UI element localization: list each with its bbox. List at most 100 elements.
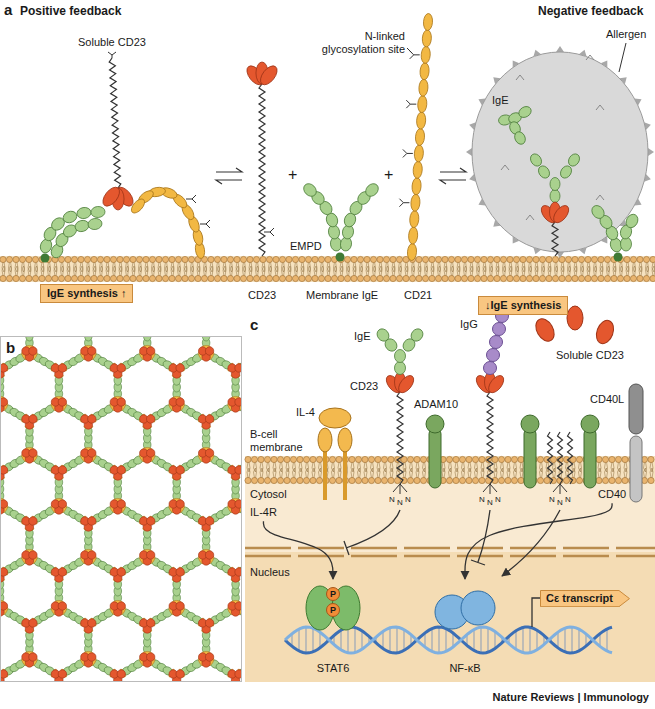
equilibrium-arrow — [440, 168, 466, 184]
cd21-chain — [416, 112, 426, 130]
empd — [614, 253, 623, 262]
ige-chain — [624, 212, 640, 230]
ige-chain — [395, 362, 406, 375]
n-terminus-label: N — [479, 496, 485, 504]
cd23-heads — [473, 372, 506, 395]
stalk — [558, 432, 563, 484]
dna — [285, 627, 612, 653]
stalk — [552, 222, 558, 256]
node-text: ↓IgE synthesis — [485, 299, 561, 312]
glycan — [186, 195, 196, 203]
ige-chain — [87, 217, 103, 230]
stalk — [397, 392, 403, 484]
n-terminus-label: N — [565, 496, 571, 504]
ige-chain — [550, 190, 560, 203]
nucleus — [245, 552, 655, 682]
activation-arrow — [502, 510, 560, 576]
stalk — [487, 392, 493, 484]
igg-domain — [490, 336, 503, 349]
synthesis-box: ↓IgE synthesis — [478, 296, 568, 315]
ige-chain — [375, 326, 392, 343]
cd21-chain — [413, 161, 423, 179]
cd40l — [629, 384, 643, 434]
ige-chain — [395, 350, 406, 363]
ige-chain — [363, 181, 381, 199]
cd21-chain — [417, 95, 427, 113]
synthesis-box: IgE synthesis ↑ — [40, 284, 133, 303]
transcript-arrow: Cε transcript — [540, 590, 630, 607]
adam10 — [429, 428, 441, 488]
node-text: IgE synthesis ↑ — [47, 287, 126, 300]
signal-arrow — [465, 503, 612, 579]
il4r-chain — [323, 448, 327, 500]
panel-a-art — [39, 13, 654, 262]
molecule-label: CD23 — [350, 380, 378, 393]
il4r-domain — [338, 428, 352, 452]
n-terminus — [483, 484, 490, 492]
molecule-label: IgE — [492, 94, 509, 107]
n-terminus — [490, 484, 491, 494]
igg-domain — [484, 362, 497, 375]
molecule-label: CD23 — [248, 289, 276, 302]
n-terminus-label: N — [495, 496, 501, 504]
plus-sign: + — [288, 166, 297, 184]
panel-c-art — [285, 306, 643, 653]
soluble-cd23 — [567, 306, 583, 330]
allergen — [466, 46, 654, 258]
ige-chain — [550, 178, 560, 191]
ige-chain — [91, 206, 106, 218]
journal-credit: Nature Reviews | Immunology — [492, 691, 649, 704]
n-terminus-label: N — [557, 499, 563, 507]
ige-chain — [409, 326, 426, 343]
n-terminus — [490, 484, 497, 492]
cd21-chain — [414, 145, 424, 163]
cd21-chain — [408, 227, 418, 245]
molecule-label: CD40L — [590, 393, 624, 406]
equilibrium-arrow — [216, 168, 242, 184]
cd21-chain — [415, 128, 425, 146]
inhibition-line — [344, 510, 400, 555]
glycan — [403, 149, 413, 157]
ige-chain — [61, 209, 78, 225]
molecule-label: Allergen — [606, 28, 646, 41]
panel-letter: a — [4, 1, 12, 18]
cd21-chain — [407, 243, 417, 261]
node-text: IL-4R — [250, 506, 277, 519]
igg-domain — [493, 323, 506, 336]
soluble-cd23 — [593, 318, 616, 346]
n-terminus — [400, 484, 401, 494]
ige-chain — [301, 181, 319, 199]
panel-heading: Positive feedback — [20, 5, 121, 19]
ige-chain — [513, 130, 528, 146]
cd23-heads — [100, 184, 137, 210]
cd23-heads — [383, 372, 416, 395]
ige-chain — [76, 206, 92, 219]
panel-letter: b — [4, 339, 17, 356]
cd21-chain — [423, 13, 433, 31]
adam10 — [524, 428, 536, 488]
panel-heading: Negative feedback — [538, 5, 643, 19]
n-terminus-label: N — [405, 496, 411, 504]
molecule-label: N-linked glycosylation site — [313, 30, 405, 55]
nuclear-envelope — [245, 547, 655, 550]
nfkb-dimer: NF-κB — [430, 580, 500, 675]
ige-chain — [528, 152, 544, 168]
cd21-chain — [410, 194, 420, 212]
cd21-chain — [422, 30, 432, 48]
n-terminus-label: N — [389, 496, 395, 504]
molecule-label: ADAM10 — [414, 398, 458, 411]
region-label: Nucleus — [250, 566, 290, 579]
stalk — [568, 432, 573, 484]
molecule-label: Soluble CD23 — [556, 349, 624, 362]
node-text: Cε transcript — [546, 592, 613, 605]
glycan — [399, 199, 409, 207]
il4r-domain — [318, 428, 332, 452]
glycan — [200, 220, 210, 228]
empd — [336, 253, 345, 262]
region-label: B-cell membrane — [250, 428, 306, 453]
nfkb-shape — [430, 580, 500, 632]
node-text: CD40 — [598, 488, 626, 501]
molecule-label: Soluble CD23 — [78, 36, 146, 49]
adam10 — [426, 415, 444, 433]
region-label: Cytosol — [250, 488, 287, 501]
